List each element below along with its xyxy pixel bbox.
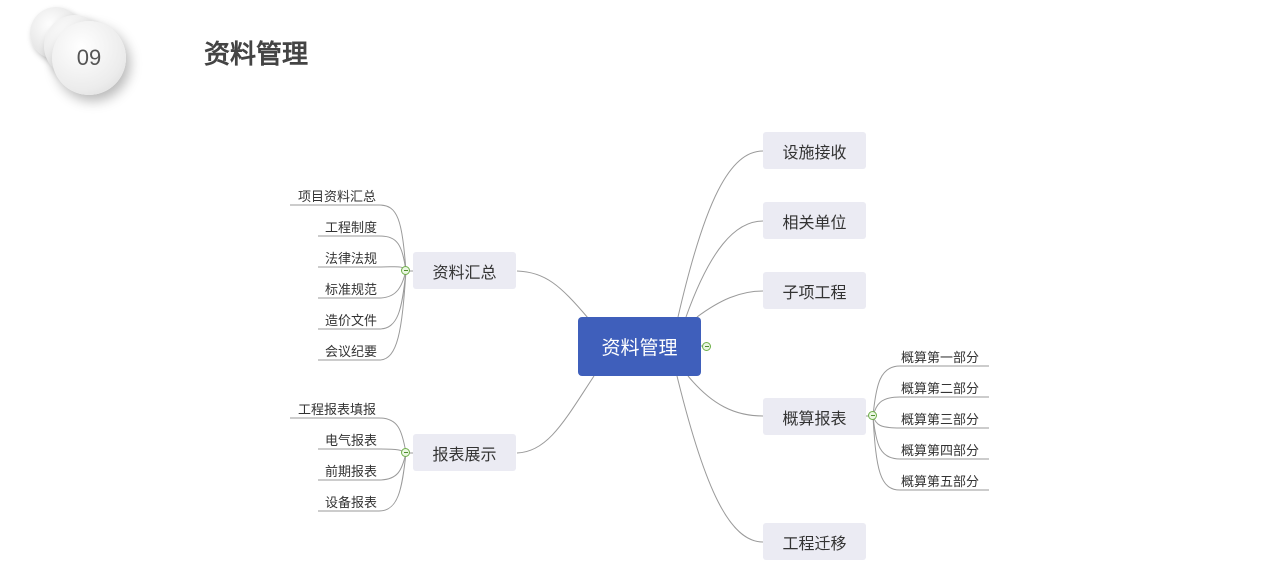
section-number: 09: [76, 45, 102, 70]
collapse-toggle-root[interactable]: [702, 342, 711, 351]
page-title: 资料管理: [204, 40, 309, 70]
leaf-node[interactable]: 电气报表: [325, 434, 378, 449]
badge-disc: 09: [52, 21, 126, 95]
leaf-node[interactable]: 项目资料汇总: [298, 190, 377, 205]
collapse-toggle-gaisuanbaobiao[interactable]: [868, 411, 877, 420]
leaf-node[interactable]: 会议纪要: [325, 345, 378, 360]
leaf-node[interactable]: 概算第二部分: [901, 382, 980, 397]
branch-node-xiangguandanwei[interactable]: 相关单位: [763, 202, 866, 239]
mindmap-root-node[interactable]: 资料管理: [578, 317, 701, 376]
leaf-node[interactable]: 前期报表: [325, 465, 378, 480]
connector-root-ziliaohuizong: [516, 270, 589, 319]
branch-node-gongchengqianyi[interactable]: 工程迁移: [763, 523, 866, 560]
leaf-node[interactable]: 概算第四部分: [901, 444, 980, 459]
branch-node-ziliaohuizong[interactable]: 资料汇总: [413, 252, 516, 289]
connector-root-gaisuan: [687, 375, 764, 417]
leaf-node[interactable]: 造价文件: [325, 314, 378, 329]
leaf-node[interactable]: 设备报表: [325, 496, 378, 511]
leaf-node[interactable]: 法律法规: [325, 252, 378, 267]
connector-root-qianyi: [676, 375, 764, 543]
leaf-node[interactable]: 概算第一部分: [901, 351, 980, 366]
branch-node-sheshijieshou[interactable]: 设施接收: [763, 132, 866, 169]
leaf-node[interactable]: 工程报表填报: [298, 403, 377, 418]
section-badge: 09: [20, 5, 140, 105]
connector-root-sheshi: [677, 150, 764, 318]
leaf-node[interactable]: 概算第三部分: [901, 413, 980, 428]
connector-root-xiangguan: [685, 220, 764, 318]
leaf-node[interactable]: 工程制度: [325, 221, 378, 236]
leaf-node[interactable]: 概算第五部分: [901, 475, 980, 490]
branch-node-zixianggongcheng[interactable]: 子项工程: [763, 272, 866, 309]
leaf-node[interactable]: 标准规范: [325, 283, 378, 298]
collapse-toggle-baobiaozhanshi[interactable]: [401, 448, 410, 457]
connector-root-baobiaozhanshi: [516, 375, 595, 454]
connector-root-zixiang: [696, 290, 764, 318]
collapse-toggle-ziliaohuizong[interactable]: [401, 266, 410, 275]
branch-node-gaisuanbaobiao[interactable]: 概算报表: [763, 398, 866, 435]
branch-node-baobiaozhanshi[interactable]: 报表展示: [413, 434, 516, 471]
